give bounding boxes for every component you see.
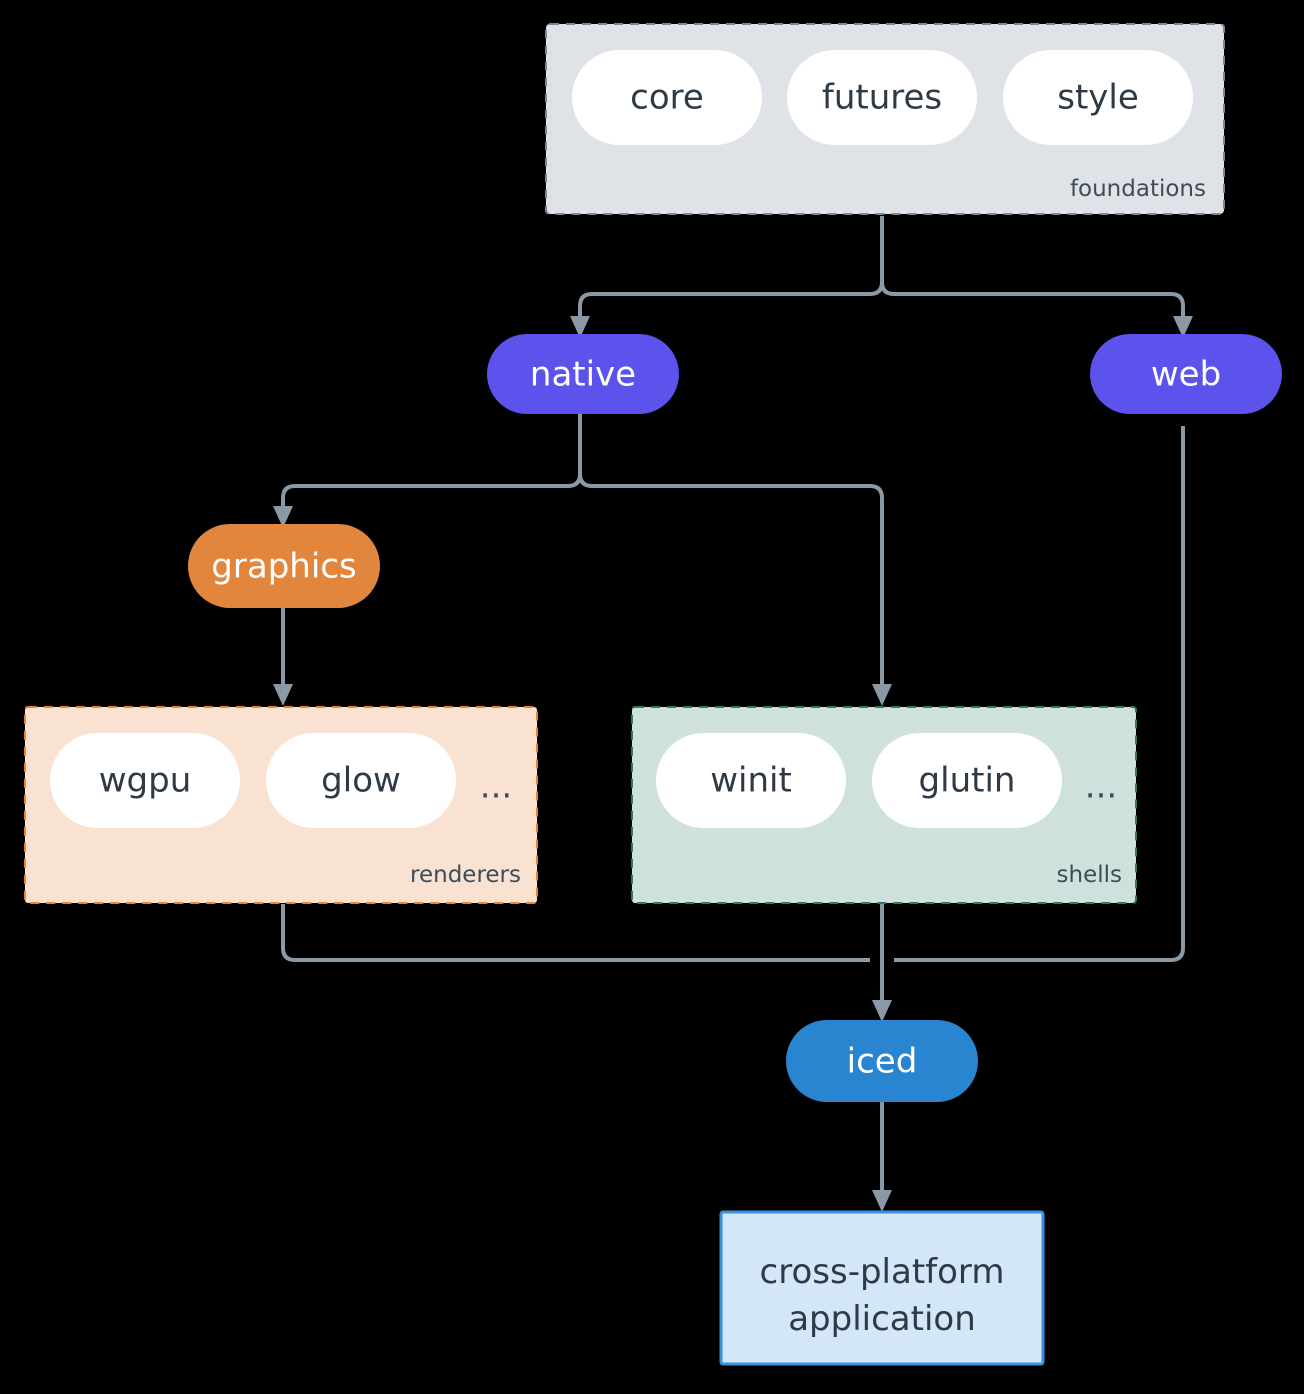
node-web[interactable]: web [1090,334,1282,414]
group-shells[interactable]: winit glutin ... shells [631,706,1137,904]
node-native-shape [487,334,679,414]
edge-renderers-iced [281,904,870,962]
pill-core-label: core [630,78,704,118]
edge-native-graphics [281,414,582,512]
arrowhead-to-iced [872,1000,892,1022]
pill-style-shape [1003,50,1193,145]
group-foundations-label: foundations [1070,176,1206,202]
pill-futures-shape [787,50,977,145]
pill-glutin[interactable]: glutin [872,733,1062,828]
output-box-shape [719,1210,1045,1366]
node-iced-shape [786,1020,978,1102]
pill-core[interactable]: core [572,50,762,145]
arrowhead-to-application [872,1190,892,1212]
edge-native-shells [578,473,884,690]
node-iced-label: iced [847,1042,918,1082]
pill-futures[interactable]: futures [787,50,977,145]
arrowhead-to-web [1173,316,1193,338]
node-web-label: web [1151,355,1221,395]
group-shells-ellipsis: ... [1085,767,1117,807]
node-graphics[interactable]: graphics [188,524,380,608]
pill-glutin-shape [872,733,1062,828]
pill-glow[interactable]: glow [266,733,456,828]
edge-foundations-web [880,281,1185,322]
arrowhead-to-shells [872,684,892,706]
pill-core-shape [572,50,762,145]
pill-glow-label: glow [321,761,401,801]
pill-style[interactable]: style [1003,50,1193,145]
pill-wgpu-label: wgpu [99,761,192,801]
pill-glutin-label: glutin [919,761,1016,801]
edge-web-iced [894,426,1185,962]
pill-futures-label: futures [822,78,942,118]
connector-layer [273,216,1193,1212]
pill-style-label: style [1057,78,1139,118]
node-native[interactable]: native [487,334,679,414]
group-renderers[interactable]: wgpu glow ... renderers [24,706,538,904]
arrowhead-to-graphics [273,506,293,528]
pill-wgpu-shape [50,733,240,828]
pill-glow-shape [266,733,456,828]
group-foundations[interactable]: core futures style foundations [545,23,1225,215]
node-cross-platform-application[interactable]: cross-platform application [719,1210,1045,1366]
node-web-shape [1090,334,1282,414]
pill-winit[interactable]: winit [656,733,846,828]
node-iced[interactable]: iced [786,1020,978,1102]
pill-wgpu[interactable]: wgpu [50,733,240,828]
group-shells-label: shells [1057,862,1122,888]
arrowhead-to-native [570,316,590,338]
node-native-label: native [530,355,636,395]
output-box-line1: cross-platform [760,1252,1005,1292]
output-box-line2: application [788,1299,976,1339]
node-graphics-shape [188,524,380,608]
node-graphics-label: graphics [211,547,356,587]
group-renderers-ellipsis: ... [480,767,512,807]
pill-winit-shape [656,733,846,828]
pill-winit-label: winit [710,761,792,801]
arrowhead-to-renderers [273,684,293,706]
edge-foundations-split [578,216,884,322]
group-renderers-label: renderers [410,862,521,888]
